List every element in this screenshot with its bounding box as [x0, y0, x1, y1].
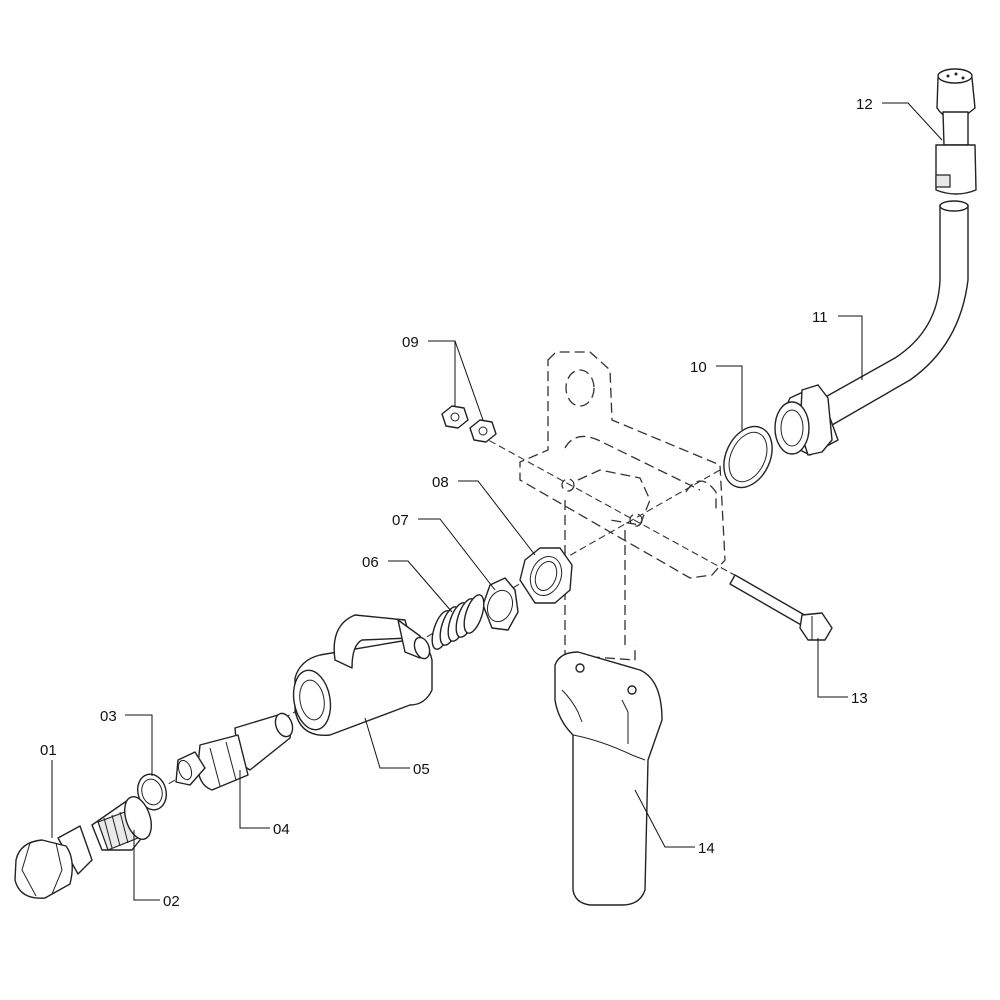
leader-05: [364, 717, 410, 769]
part-12-nozzle: [935, 68, 977, 195]
part-04-valve-stem: [175, 712, 294, 791]
label-01: 01: [40, 742, 57, 759]
leader-14: [634, 789, 695, 848]
label-06: 06: [362, 554, 379, 571]
part-07-washer: [482, 577, 519, 631]
leader-lines: [51, 102, 943, 901]
leader-13: [817, 638, 848, 698]
label-05: 05: [413, 761, 430, 778]
part-13-bolt: [729, 574, 833, 641]
leader-06: [388, 560, 453, 613]
bolt-axis-line: [469, 429, 741, 579]
leader-11: [838, 315, 863, 380]
leader-09a: [428, 340, 456, 406]
leader-07: [418, 518, 496, 591]
label-07: 07: [392, 512, 409, 529]
part-14-grip: [554, 651, 663, 906]
label-03: 03: [100, 708, 117, 725]
label-08: 08: [432, 474, 449, 491]
part-14-handle: [519, 351, 726, 661]
leader-08: [458, 480, 536, 556]
part-08-nut: [519, 547, 573, 604]
part-11-tube: [774, 200, 969, 456]
label-11: 11: [812, 309, 828, 326]
leader-10: [716, 365, 743, 430]
part-06-spring: [431, 594, 485, 650]
leader-12: [882, 102, 943, 141]
part-09-nuts: [441, 405, 497, 443]
part-01-cap: [14, 825, 93, 899]
part-10-o-ring: [723, 425, 773, 489]
leader-04: [239, 770, 270, 829]
label-02: 02: [163, 893, 180, 910]
label-13: 13: [851, 690, 868, 707]
label-12: 12: [856, 96, 873, 113]
label-04: 04: [273, 821, 290, 838]
leader-02: [133, 830, 160, 901]
label-09: 09: [402, 334, 419, 351]
part-03-o-ring: [136, 773, 168, 811]
part-05-valve-body: [292, 614, 433, 736]
leader-09b: [454, 340, 484, 421]
label-10: 10: [690, 359, 707, 376]
leader-03: [125, 714, 153, 776]
part-labels: 01 02 03 04 05 06 07 08 09 10 11 12 13 1…: [40, 96, 873, 910]
label-14: 14: [698, 840, 715, 857]
